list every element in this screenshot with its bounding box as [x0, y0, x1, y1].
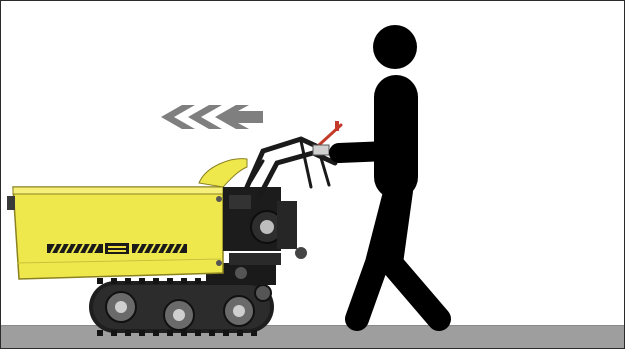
person-arm [339, 99, 389, 153]
throttle-grip [335, 121, 339, 131]
person-front-leg [357, 193, 395, 319]
handlebars [247, 125, 341, 197]
engine-cowl [199, 159, 247, 187]
dump-box [7, 187, 223, 279]
operator-figure [339, 25, 439, 319]
direction-arrows [161, 105, 263, 129]
tracked-dumper [7, 121, 341, 336]
control-lever [313, 145, 329, 155]
brand-plate [105, 243, 129, 254]
arrow-head-3 [215, 105, 263, 129]
hazard-stripes [47, 243, 187, 254]
rubber-track [89, 278, 274, 336]
person-head [373, 25, 417, 69]
